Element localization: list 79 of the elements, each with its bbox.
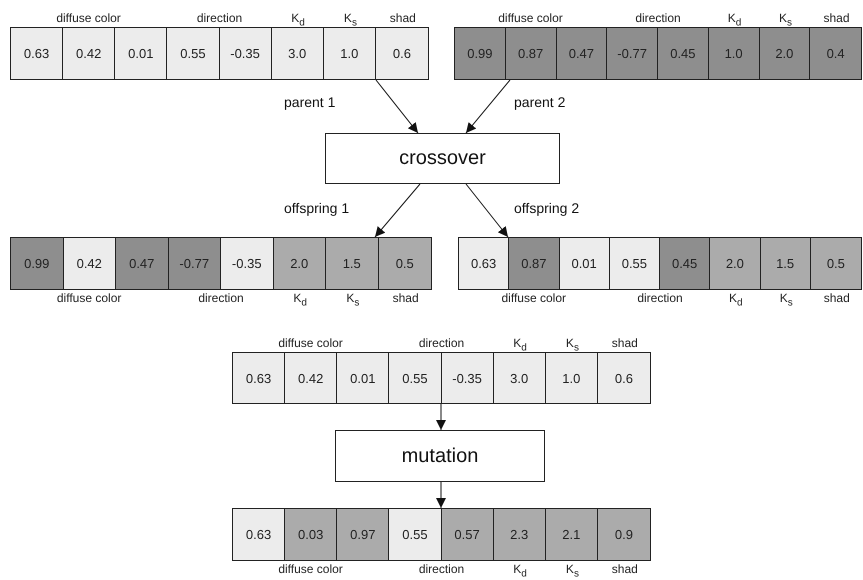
- gene-cell: -0.35: [442, 353, 494, 403]
- gene-group-label: K$_{s}$: [342, 11, 358, 30]
- gene-cell: 0.57: [442, 509, 494, 560]
- gene-cell: 0.45: [658, 28, 709, 79]
- gene-cell: 0.03: [285, 509, 338, 560]
- gene-cell: 3.0: [494, 353, 546, 403]
- chromosome-bar: [232, 508, 651, 561]
- gene-group-label: shad: [822, 291, 851, 305]
- gene-group-label: diffuse color: [277, 336, 344, 350]
- gene-group-label: K$_{s}$: [778, 291, 794, 310]
- gene-cell: 2.0: [274, 238, 326, 289]
- gene-group-label: K$_{d}$: [292, 291, 308, 310]
- gene-cell: 0.47: [116, 238, 168, 289]
- gene-group-label: K$_{s}$: [778, 11, 793, 30]
- gene-cell: 3.0: [272, 28, 324, 79]
- gene-cell: 0.42: [64, 238, 116, 289]
- gene-group-label: diffuse color: [277, 562, 344, 576]
- gene-group-label: direction: [197, 291, 245, 305]
- gene-group-label: shad: [822, 11, 851, 25]
- gene-cell: 0.87: [509, 238, 560, 289]
- gene-group-label: shad: [388, 11, 417, 25]
- gene-group-label: diffuse color: [500, 291, 567, 305]
- gene-cell: 0.45: [660, 238, 710, 289]
- gene-group-label: K$_{s}$: [564, 562, 580, 580]
- gene-group-label: K$_{d}$: [726, 11, 742, 30]
- gene-cell: 0.9: [598, 509, 650, 560]
- chromosome-bar: [454, 27, 862, 80]
- gene-group-label: direction: [418, 336, 466, 350]
- chromosome-bar: [458, 237, 862, 290]
- edge-label: parent 2: [512, 94, 568, 110]
- gene-cell: 2.3: [494, 509, 546, 560]
- gene-group-label: diffuse color: [55, 11, 122, 25]
- gene-group-label: shad: [610, 562, 639, 576]
- gene-cell: -0.77: [168, 238, 221, 289]
- gene-cell: 0.47: [556, 28, 608, 79]
- gene-group-label: direction: [196, 11, 244, 25]
- arrow: [436, 404, 446, 430]
- gene-cell: -0.35: [220, 28, 272, 79]
- process-box: crossover: [325, 133, 560, 184]
- gene-cell: 2.0: [760, 28, 810, 79]
- gene-cell: 2.1: [546, 509, 598, 560]
- gene-group-label: K$_{d}$: [728, 291, 744, 310]
- arrow: [466, 184, 508, 238]
- gene-cell: 0.99: [11, 238, 64, 289]
- gene-group-label: K$_{d}$: [290, 11, 306, 30]
- gene-cell: 0.87: [506, 28, 556, 79]
- edge-label: parent 1: [282, 94, 338, 110]
- gene-group-label: K$_{s}$: [564, 336, 580, 356]
- gene-cell: 0.97: [337, 509, 390, 560]
- gene-cell: 0.5: [378, 238, 431, 289]
- gene-group-label: shad: [610, 336, 639, 350]
- arrow: [374, 184, 420, 238]
- edge-label: offspring 1: [282, 200, 352, 216]
- arrow: [466, 80, 510, 134]
- gene-cell: 1.0: [708, 28, 760, 79]
- gene-cell: 1.5: [760, 238, 811, 289]
- gene-cell: 0.99: [455, 28, 506, 79]
- edge-label: offspring 2: [512, 200, 582, 216]
- gene-cell: 2.0: [710, 238, 760, 289]
- arrow: [436, 482, 446, 508]
- chromosome-bar: [10, 237, 432, 290]
- gene-cell: 0.4: [810, 28, 861, 79]
- gene-group-label: direction: [634, 11, 682, 25]
- gene-group-label: diffuse color: [497, 11, 564, 25]
- gene-group-label: direction: [418, 562, 466, 576]
- chromosome-bar: [232, 352, 651, 404]
- gene-group-label: K$_{d}$: [512, 336, 528, 356]
- chromosome-bar: [10, 27, 429, 80]
- gene-group-label: K$_{d}$: [512, 562, 528, 580]
- gene-group-label: direction: [636, 291, 684, 305]
- gene-cell: 0.01: [560, 238, 610, 289]
- gene-group-label: diffuse color: [56, 291, 122, 305]
- gene-group-label: shad: [392, 291, 420, 305]
- gene-cell: 1.5: [326, 238, 378, 289]
- gene-cell: 0.5: [810, 238, 861, 289]
- gene-group-label: K$_{s}$: [345, 291, 360, 310]
- arrow: [376, 80, 418, 134]
- process-box: mutation: [335, 430, 545, 482]
- gene-cell: -0.77: [607, 28, 658, 79]
